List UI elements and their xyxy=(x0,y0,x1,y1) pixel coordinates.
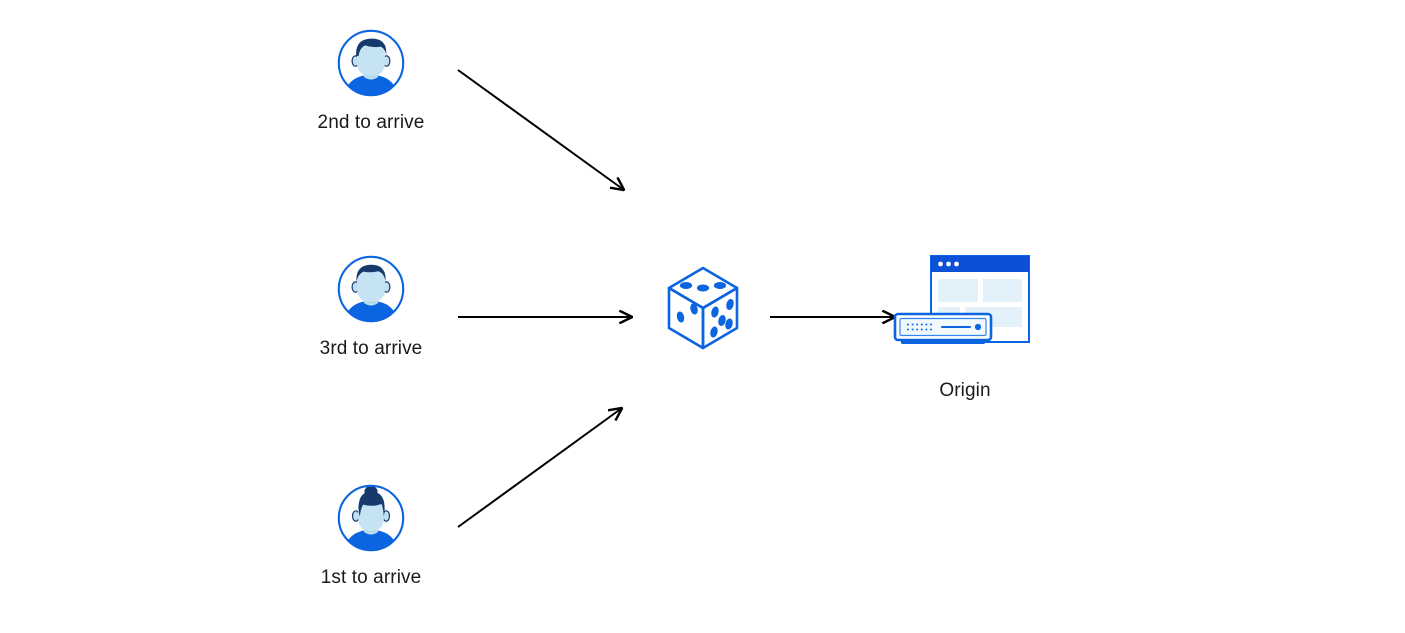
user-avatar-icon xyxy=(336,483,406,553)
dice-cube-icon xyxy=(658,262,748,358)
node-visitor-3rd[interactable]: 3rd to arrive xyxy=(311,254,431,361)
node-label-origin: Origin xyxy=(939,380,991,401)
node-randomizer[interactable] xyxy=(658,262,748,358)
node-label-visitor-1st: 1st to arrive xyxy=(320,567,422,588)
node-origin[interactable]: Origin xyxy=(890,252,1040,403)
browser-window-server-icon xyxy=(890,252,1040,364)
user-avatar-icon xyxy=(336,254,406,324)
node-visitor-2nd[interactable]: 2nd to arrive xyxy=(311,28,431,135)
user-avatar-icon xyxy=(336,28,406,98)
node-label-visitor-2nd: 2nd to arrive xyxy=(317,112,425,133)
node-visitor-1st[interactable]: 1st to arrive xyxy=(311,483,431,590)
server-router-icon xyxy=(893,312,993,344)
node-label-visitor-3rd: 3rd to arrive xyxy=(319,338,423,359)
arrow-2nd-to-dice xyxy=(457,69,624,190)
arrow-1st-to-dice xyxy=(457,408,622,528)
